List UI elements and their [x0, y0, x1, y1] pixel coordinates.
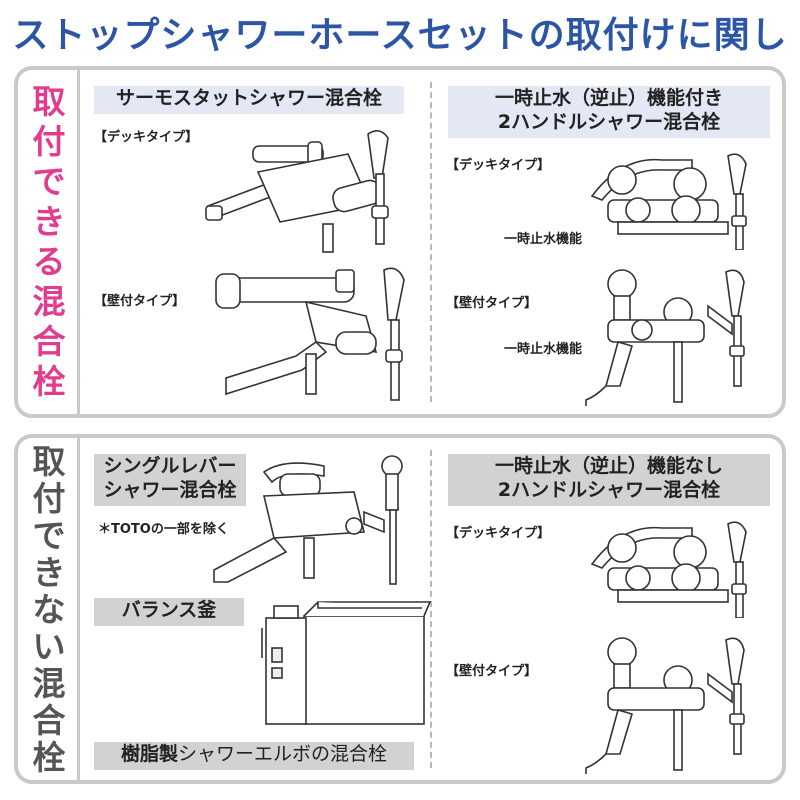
side-char: き: [32, 202, 66, 241]
side-char: 付: [32, 478, 66, 518]
elbow-rest-text: シャワーエルボの混合栓: [178, 743, 388, 765]
compatible-side-label: 取 付 で き る 混 合 栓: [18, 70, 80, 414]
side-char: 栓: [32, 362, 66, 401]
side-char: な: [32, 589, 66, 629]
single-lever-faucet-illustration: [204, 452, 419, 592]
side-char: い: [32, 626, 66, 666]
no-stop-deck-label: 【デッキタイプ】: [446, 526, 551, 541]
side-char: 合: [32, 700, 66, 740]
stop-deck-label: 【デッキタイプ】: [446, 158, 551, 173]
stop-deck-faucet-illustration: [578, 150, 768, 250]
thermostat-wall-faucet-illustration: [186, 266, 411, 406]
no-stop-header: 一時止水（逆止）機能なし 2ハンドルシャワー混合栓: [448, 454, 770, 506]
stop-wall-label: 【壁付タイプ】: [446, 296, 538, 311]
deck-stop-callout: 一時止水機能: [504, 232, 583, 247]
balance-bath-illustration: [246, 598, 436, 728]
thermostat-deck-faucet-illustration: [198, 124, 408, 254]
single-lever-line1: シングルレバー: [103, 455, 237, 477]
thermostat-wall-label: 【壁付タイプ】: [94, 294, 186, 309]
compatible-side-column: 取 付 で き る 混 合 栓: [18, 70, 80, 414]
compatible-panel: 取 付 で き る 混 合 栓 サーモスタットシャワー混合栓 【デッキタイプ】 …: [14, 66, 786, 418]
no-stop-header-line1: 一時止水（逆止）機能なし: [494, 455, 723, 477]
stop-function-header-line2: 2ハンドルシャワー混合栓: [497, 111, 721, 133]
single-lever-line2: シャワー混合栓: [103, 479, 237, 501]
no-stop-wall-faucet-illustration: [578, 634, 768, 774]
incompatible-side-label: 取 付 で き な い 混 合 栓: [18, 438, 80, 780]
single-lever-header: シングルレバー シャワー混合栓: [94, 454, 246, 506]
stop-function-header-line1: 一時止水（逆止）機能付き: [494, 87, 723, 109]
side-char: き: [32, 552, 66, 592]
side-char: 混: [32, 663, 66, 703]
no-stop-header-line2: 2ハンドルシャワー混合栓: [497, 479, 721, 501]
side-char: で: [32, 515, 66, 555]
incompatible-panel: 取 付 で き な い 混 合 栓 シングルレバー シャワー混合栓 ＊TOTOの…: [14, 434, 786, 784]
column-divider: [430, 450, 432, 768]
no-stop-wall-label: 【壁付タイプ】: [446, 664, 538, 679]
balance-header: バランス釜: [94, 598, 244, 626]
side-char: 合: [32, 322, 66, 361]
side-char: で: [32, 162, 66, 201]
elbow-bold-text: 樹脂製: [120, 743, 178, 765]
stop-wall-faucet-illustration: [578, 266, 768, 406]
incompatible-side-column: 取 付 で き な い 混 合 栓: [18, 438, 80, 780]
wall-stop-callout: 一時止水機能: [504, 342, 583, 357]
elbow-header: 樹脂製シャワーエルボの混合栓: [94, 742, 414, 770]
column-divider: [430, 82, 432, 402]
single-lever-note: ＊TOTOの一部を除く: [98, 522, 229, 537]
thermostat-header: サーモスタットシャワー混合栓: [94, 86, 404, 114]
side-char: る: [32, 242, 66, 281]
side-char: 取: [32, 82, 66, 121]
stop-function-header: 一時止水（逆止）機能付き 2ハンドルシャワー混合栓: [448, 86, 770, 138]
thermostat-deck-label: 【デッキタイプ】: [94, 130, 199, 145]
side-char: 栓: [32, 737, 66, 777]
side-char: 混: [32, 282, 66, 321]
side-char: 付: [32, 122, 66, 161]
side-char: 取: [32, 441, 66, 481]
no-stop-deck-faucet-illustration: [578, 518, 768, 618]
